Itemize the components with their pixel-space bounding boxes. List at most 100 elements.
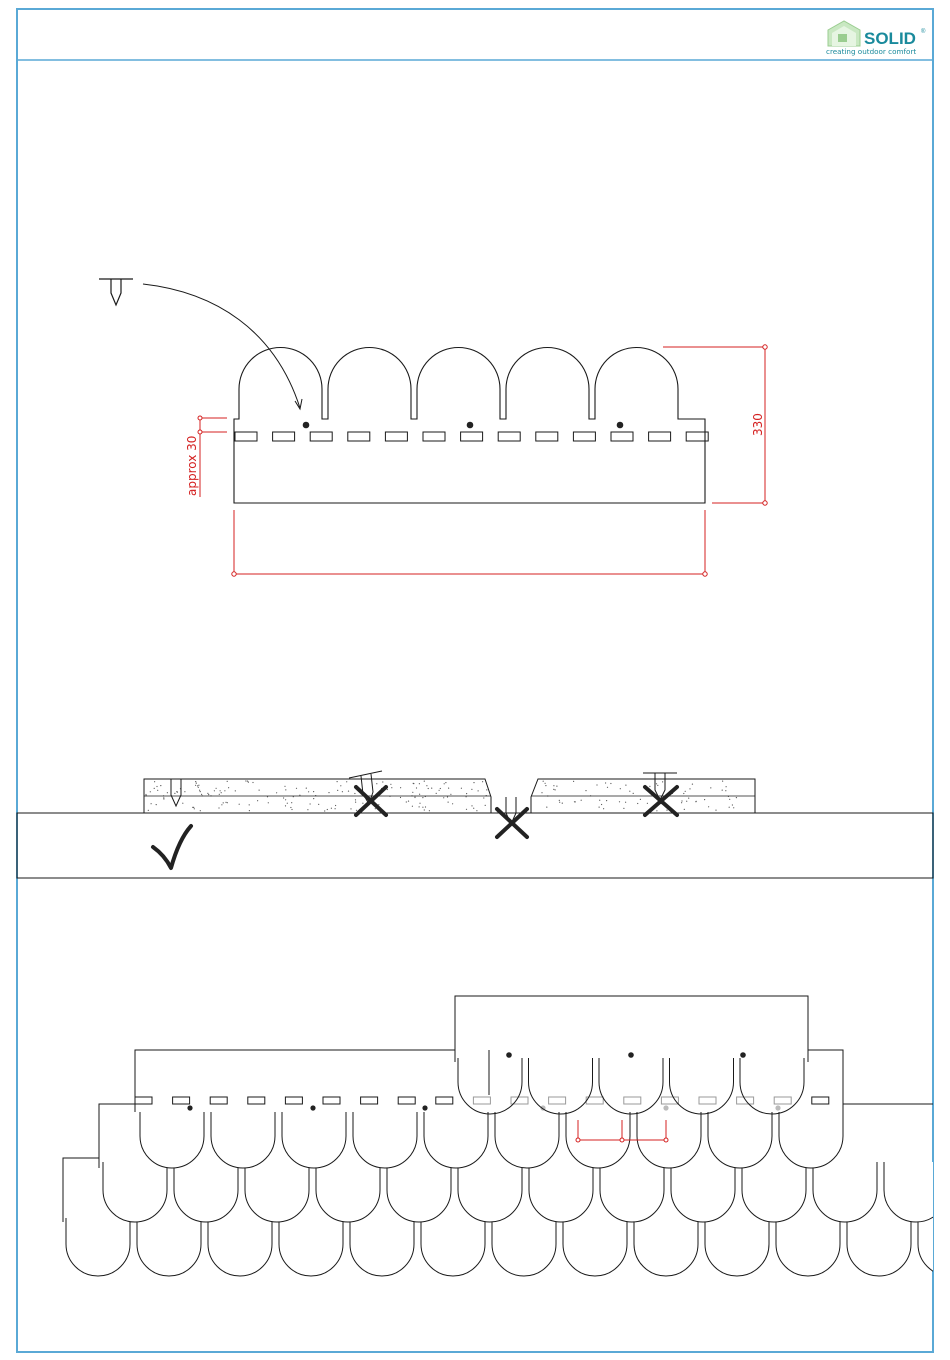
adhesive-strip [310, 432, 332, 441]
granule-dot [688, 798, 689, 799]
granule-dot [478, 790, 479, 791]
granule-dot [725, 790, 726, 791]
granule-dot [156, 804, 157, 805]
shingle-tab [103, 1162, 167, 1222]
granule-dot [649, 786, 650, 787]
granule-dot [647, 803, 648, 804]
granule-dot [556, 786, 557, 787]
granule-dot [736, 797, 737, 798]
shingle-tab [813, 1162, 877, 1222]
adhesive-strip [812, 1097, 829, 1104]
granule-dot [348, 791, 349, 792]
shingle-tab [353, 1112, 417, 1168]
granule-dot [625, 802, 626, 803]
granule-dot [662, 781, 663, 782]
granule-dot [605, 782, 606, 783]
adhesive-strip [624, 1097, 641, 1104]
granule-dot [199, 790, 200, 791]
granule-dot [245, 780, 246, 781]
adhesive-strip [173, 1097, 190, 1104]
granule-dot [306, 788, 307, 789]
granule-dot [276, 792, 277, 793]
granule-dot [337, 790, 338, 791]
granule-dot [283, 797, 284, 798]
granule-dot [444, 783, 445, 784]
granule-dot [285, 805, 286, 806]
granule-dot [308, 791, 309, 792]
granule-dot [422, 797, 423, 798]
granule-dot [443, 797, 444, 798]
granule-dot [163, 797, 164, 798]
granule-dot [227, 781, 228, 782]
granule-dot [729, 807, 730, 808]
granule-dot [559, 800, 560, 801]
granule-dot [471, 789, 472, 790]
adhesive-strip [398, 1097, 415, 1104]
nail-point [310, 1105, 315, 1110]
granule-dot [376, 783, 377, 784]
granule-dot [174, 793, 175, 794]
shingle-tab [847, 1218, 911, 1276]
granule-dot [428, 788, 429, 789]
granule-dot [708, 806, 709, 807]
granule-dot [200, 810, 201, 811]
granule-dot [656, 783, 657, 784]
granule-dot [335, 808, 336, 809]
granule-dot [545, 783, 546, 784]
nail-point [628, 1052, 634, 1058]
granule-dot [452, 803, 453, 804]
granule-dot [324, 810, 325, 811]
granule-dot [473, 808, 474, 809]
shingle-tab [705, 1218, 769, 1276]
granule-dot [154, 788, 155, 789]
granule-dot [151, 803, 152, 804]
granule-dot [553, 785, 554, 786]
granule-dot [596, 784, 597, 785]
granule-dot [252, 782, 253, 783]
shingle-edge [63, 1158, 99, 1222]
granule-dot [221, 792, 222, 793]
granule-dot [543, 781, 544, 782]
shingle-tab [387, 1162, 451, 1222]
shingle-edge [99, 1104, 135, 1168]
granule-dot [327, 809, 328, 810]
adhesive-strip [273, 432, 295, 441]
granule-dot [603, 808, 604, 809]
shingle-courses [63, 996, 950, 1276]
nail-point [506, 1052, 512, 1058]
granule-dot [198, 785, 199, 786]
granule-dot [307, 809, 308, 810]
adhesive-strip [423, 432, 445, 441]
granule-dot [391, 787, 392, 788]
nail-point [740, 1052, 746, 1058]
granule-dot [619, 801, 620, 802]
adhesive-strip [737, 1097, 754, 1104]
granule-dot [666, 810, 667, 811]
brand-name: SOLID [864, 29, 916, 48]
adhesive-strip [536, 432, 558, 441]
width-dimension [232, 510, 707, 576]
nail-point [467, 422, 474, 429]
nail-placement-arrow [143, 284, 300, 408]
granule-dot [422, 807, 423, 808]
shingle-tab [245, 1162, 309, 1222]
shingle-tab [600, 1162, 664, 1222]
granule-dot [182, 803, 183, 804]
granule-dot [482, 781, 483, 782]
granule-dot [218, 807, 219, 808]
granule-dot [419, 806, 420, 807]
shingle-tab [208, 1218, 272, 1276]
granule-dot [623, 808, 624, 809]
granule-dot [228, 787, 229, 788]
granule-dot [350, 808, 351, 809]
granule-dot [424, 809, 425, 810]
granule-dot [400, 787, 401, 788]
granule-dot [287, 803, 288, 804]
granule-dot [541, 792, 542, 793]
granule-dot [692, 784, 693, 785]
granule-dot [585, 790, 586, 791]
granule-dot [419, 783, 420, 784]
granule-dot [450, 794, 451, 795]
granule-dot [440, 788, 441, 789]
nailing-cross-section [17, 771, 933, 878]
